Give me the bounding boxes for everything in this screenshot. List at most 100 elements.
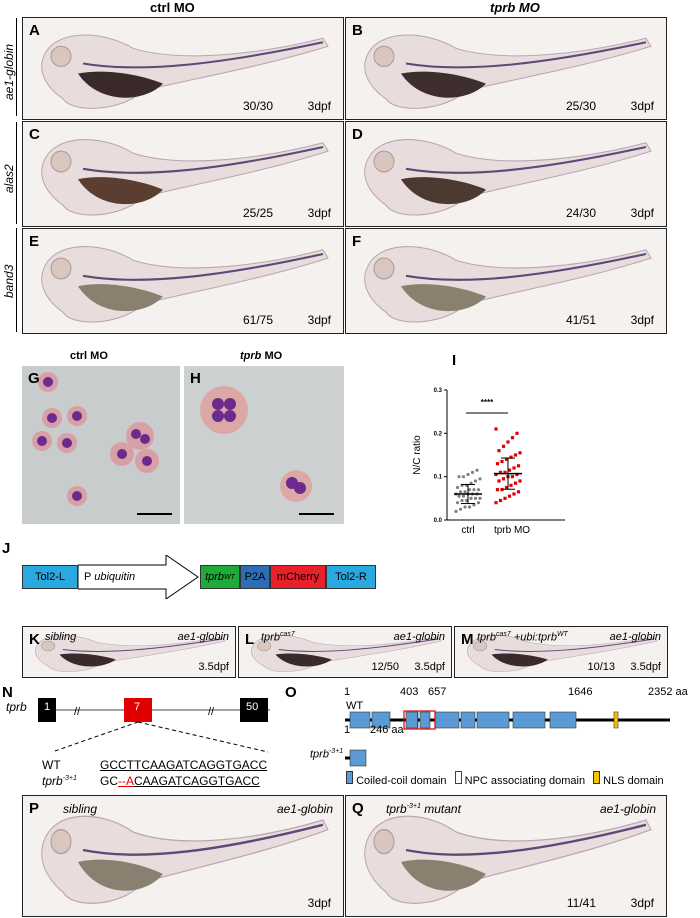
mut-label: tprb-3+1	[310, 748, 343, 761]
panel-label: G	[28, 370, 40, 387]
stage-label: 3dpf	[307, 896, 331, 910]
p2a-box: P2A	[240, 565, 270, 589]
svg-text://: //	[208, 706, 215, 718]
panel-label: H	[190, 370, 201, 387]
genotype: sibling	[45, 631, 77, 643]
data-point	[470, 470, 475, 474]
data-point	[504, 485, 509, 490]
mut-sup: -3+1	[62, 775, 77, 782]
embryo-image	[35, 635, 226, 672]
genotype-sup: cas7	[495, 631, 511, 638]
embryo-image	[467, 635, 658, 672]
data-point	[466, 472, 470, 477]
panel-label: I	[452, 352, 457, 369]
nls-swatch-icon	[593, 771, 601, 784]
probe-label: ae1-globin	[599, 802, 656, 816]
pos-end: 2352 aa	[648, 686, 688, 698]
data-point	[503, 496, 507, 500]
embryo-image	[364, 815, 652, 904]
row-label-band3: band3	[2, 264, 16, 298]
pos-657: 657	[428, 686, 447, 698]
genotype-label: sibling	[45, 631, 76, 643]
data-point	[469, 481, 473, 485]
significance-label: ****	[481, 398, 494, 407]
genotype: tprb	[386, 802, 407, 816]
mut-sup: -3+1	[328, 748, 344, 755]
tprb-mo-header: tprb MO	[490, 0, 540, 15]
stage-label: 3dpf	[630, 896, 654, 910]
panel-label: O	[285, 684, 297, 701]
panel-label: D	[352, 126, 363, 143]
row-bracket	[16, 228, 17, 332]
y-tick-label: 0.2	[434, 431, 443, 437]
data-point	[461, 494, 466, 498]
data-point	[501, 444, 506, 448]
data-point	[473, 496, 478, 500]
data-point	[518, 479, 522, 483]
panel-label: P	[29, 800, 40, 817]
genotype-extra-sup: WT	[556, 631, 568, 638]
seq-part: CAAGATCAGGTGACC	[134, 774, 260, 788]
h-title-rest: MO	[261, 350, 283, 362]
cells-image	[32, 372, 172, 515]
embryo-count: 10/13	[587, 661, 615, 673]
tol2-r-box: Tol2-R	[326, 565, 376, 589]
genotype-extra: +ubi:tprb	[510, 631, 557, 644]
gene-structure-diagram: ////	[38, 698, 270, 753]
panel-label: F	[352, 233, 362, 250]
exon-7: 7	[134, 701, 141, 713]
wt-sequence: GCCTTCAAGATCAGGTGACC	[100, 758, 268, 772]
stage-label: 3.5dpf	[630, 661, 661, 673]
data-point	[510, 475, 515, 479]
row-label-alas2: alas2	[2, 164, 16, 193]
data-point	[509, 483, 513, 487]
data-point	[478, 477, 482, 481]
data-point	[458, 507, 463, 511]
data-point	[476, 501, 481, 505]
row-bracket	[16, 18, 17, 116]
embryo-count: 25/25	[242, 206, 273, 220]
mcherry-box: mCherry	[270, 565, 326, 589]
data-point	[475, 468, 479, 472]
data-point	[494, 501, 498, 505]
exon-1: 1	[44, 701, 51, 713]
data-point	[461, 475, 466, 479]
panel-label: E	[29, 233, 40, 250]
panel-label: K	[29, 631, 40, 648]
cells-image	[200, 386, 334, 515]
legend-coiled-coil: Coiled-coil domain	[346, 771, 447, 787]
data-point	[507, 494, 512, 498]
data-point	[495, 462, 500, 466]
data-point	[463, 490, 467, 494]
stage-label: 3dpf	[307, 313, 331, 327]
genotype: tprb	[261, 631, 280, 644]
stage-label: 3dpf	[630, 313, 654, 327]
legend-nls: NLS domain	[593, 771, 664, 787]
mut-label: tprb-3+1	[42, 774, 77, 788]
embryo-image	[41, 34, 329, 109]
embryo-image	[41, 246, 329, 323]
stage-label: 3dpf	[630, 206, 654, 220]
embryo-image	[41, 815, 329, 904]
x-tick-label: tprb MO	[494, 525, 530, 535]
g-title: ctrl MO	[70, 350, 108, 362]
data-point	[467, 488, 472, 492]
wt-label: WT	[346, 700, 364, 712]
probe-label: ae1-globin	[393, 631, 445, 643]
mut-sequence: GC--ACAAGATCAGGTGACC	[100, 774, 260, 788]
embryo-count: 30/30	[242, 99, 273, 113]
data-point	[476, 488, 481, 492]
tprb-text: tprb	[205, 571, 225, 583]
embryo-image	[41, 139, 329, 216]
data-point	[473, 479, 478, 483]
data-point	[467, 505, 472, 509]
genotype-label: tprbcas7	[261, 631, 295, 644]
embryo-count: 12/50	[371, 661, 399, 673]
